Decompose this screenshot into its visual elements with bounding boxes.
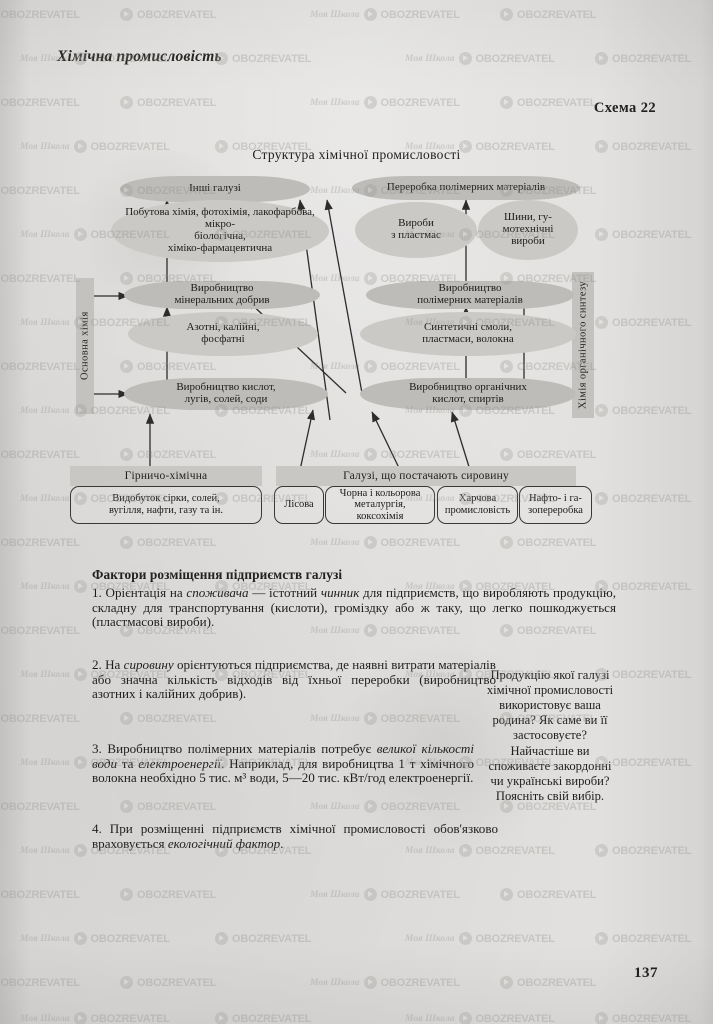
diagram-title: Структура хімічної промисловості bbox=[252, 147, 461, 162]
box-food-industry: Харчова промисловість bbox=[437, 486, 518, 524]
schema-label: Схема 22 bbox=[593, 100, 656, 116]
oval-tyres-rubber-products: Шини, гу- мотехнічні вироби bbox=[478, 200, 578, 260]
box-oil-gas-refining: Нафто- і га- зопереробка bbox=[519, 486, 592, 524]
paragraph-ecological-factor: 4. При розміщенні підприємств хімічної п… bbox=[92, 821, 498, 851]
page-number: 137 bbox=[634, 965, 658, 981]
oval-synthetic-resins-detail: Синтетичні смоли, пластмаси, волокна bbox=[360, 312, 576, 356]
oval-mineral-fertilizers-heading: Виробництво мінеральних добрив bbox=[124, 281, 320, 309]
box-forestry: Лісова bbox=[274, 486, 324, 524]
question-box: Продукцію якої галузі хімічної промислов… bbox=[486, 668, 614, 803]
paragraph-water-energy: 3. Виробництво полімерних матеріалів пот… bbox=[92, 741, 474, 786]
paragraph-consumer-orientation: 1. Орієнтація на споживача — істотний чи… bbox=[92, 585, 617, 630]
box-extraction-of-sulphur: Видобуток сірки, солей, вугілля, нафти, … bbox=[70, 486, 262, 524]
oval-other-branches-heading: Інші галузі bbox=[120, 176, 310, 202]
oval-polymer-materials-heading: Виробництво полімерних матеріалів bbox=[366, 281, 574, 309]
chemical-industry-structure-diagram: Основна хімія Хімія органічного синтезу … bbox=[70, 176, 594, 524]
box-metallurgy-cokechemistry: Чорна і кольорова металургія, коксохімія bbox=[325, 486, 435, 524]
oval-organic-acids-heading: Виробництво органічних кислот, спиртів bbox=[360, 378, 576, 410]
paragraph-raw-material-orientation: 2. На сировину орієнтуються підприємства… bbox=[92, 657, 496, 702]
banner-raw-material-branches: Галузі, що постачають сировину bbox=[276, 466, 576, 486]
oval-other-branches-detail: Побутова хімія, фотохімія, лакофарбова, … bbox=[111, 200, 329, 262]
oval-plastic-products: Вироби з пластмас bbox=[355, 202, 477, 258]
left-vertical-label: Основна хімія bbox=[76, 278, 94, 414]
running-head: Хімічна промисловість bbox=[57, 48, 222, 65]
diagram-connectors bbox=[91, 199, 525, 471]
oval-mineral-fertilizers-detail: Азотні, калійні, фосфатні bbox=[128, 312, 318, 356]
banner-mining-chemical: Гірничо-хімічна bbox=[70, 466, 262, 486]
oval-acids-alkalis-heading: Виробництво кислот, лугів, солей, соди bbox=[124, 378, 328, 410]
oval-polymer-processing-heading: Переробка полімерних матеріалів bbox=[352, 176, 580, 200]
section-title: Фактори розміщення підприємств галузі bbox=[92, 567, 343, 582]
